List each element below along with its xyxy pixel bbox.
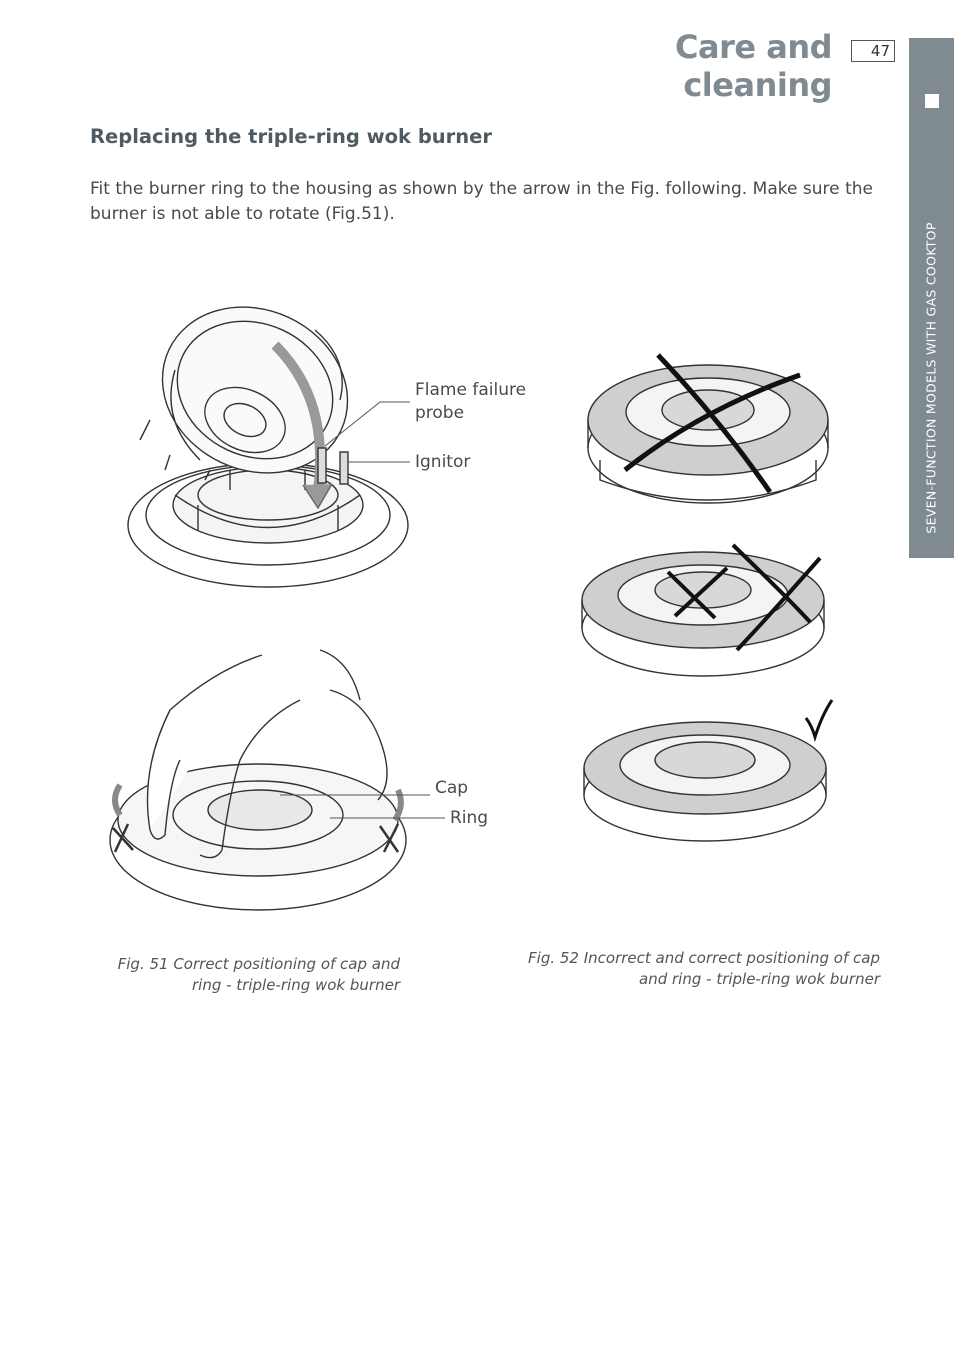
side-tab-marker (925, 94, 939, 108)
burner-correct-illustration (583, 721, 827, 842)
label-flame-line-1: Flame failure (415, 380, 527, 400)
incorrect-x-mark-1 (623, 353, 801, 494)
fig52-caption-line-2: and ring - triple-ring wok burner (639, 970, 880, 988)
label-flame-line-2: probe (415, 403, 465, 423)
page-title: Care and cleaning (675, 28, 832, 104)
label-flame-failure-probe: Flame failure probe (415, 379, 526, 425)
label-ignitor: Ignitor (415, 452, 471, 472)
checkmark-icon (804, 699, 834, 743)
burner-incorrect-2-illustration (581, 551, 825, 677)
fig52-caption-line-1: Fig. 52 Incorrect and correct positionin… (528, 949, 880, 967)
fig51-caption-line-1: Fig. 51 Correct positioning of cap and (117, 955, 400, 973)
rotation-x-marks (112, 823, 400, 853)
section-heading: Replacing the triple-ring wok burner (90, 125, 492, 148)
probe-ignitor-illustration (317, 447, 349, 485)
burner-incorrect-1-illustration (587, 364, 829, 504)
fig51-caption: Fig. 51 Correct positioning of cap and r… (100, 954, 400, 996)
fig51-caption-line-2: ring - triple-ring wok burner (192, 976, 400, 994)
label-ring: Ring (450, 808, 489, 828)
side-tab: SEVEN-FUNCTION MODELS WITH GAS COOKTOP (909, 38, 954, 558)
body-paragraph: Fit the burner ring to the housing as sh… (90, 179, 873, 224)
burner-ring-illustration (139, 306, 349, 481)
fig52-caption: Fig. 52 Incorrect and correct positionin… (520, 948, 880, 990)
burner-housing-illustration (127, 462, 409, 588)
incorrect-x-mark-2 (666, 543, 822, 652)
hand-placing-cap-illustration (109, 649, 407, 911)
label-cap: Cap (435, 778, 469, 798)
page-number: 47 (851, 40, 895, 62)
